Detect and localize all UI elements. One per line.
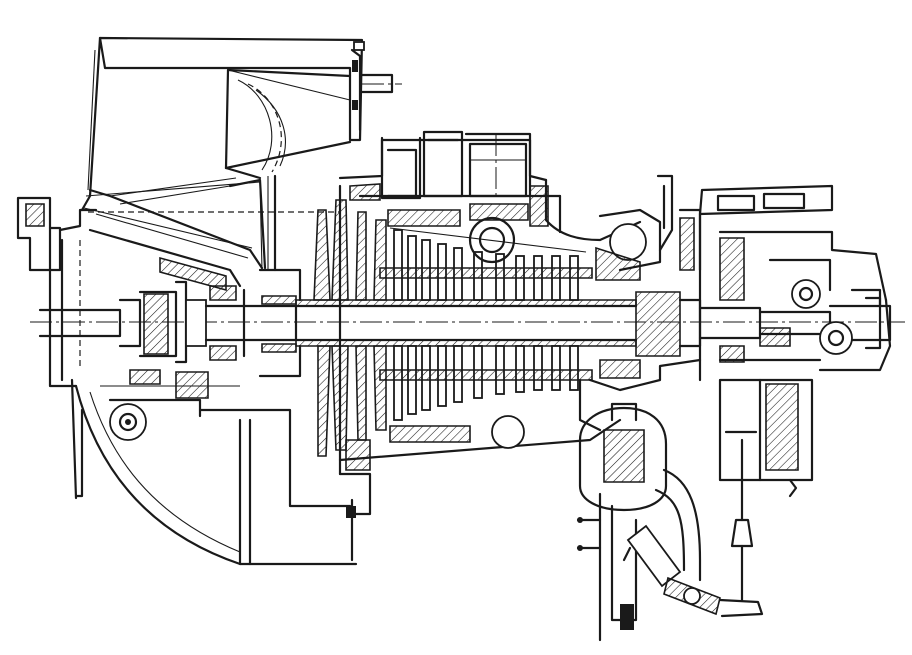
rear-bearing-housing xyxy=(698,184,892,382)
rotor-drum xyxy=(294,291,892,357)
turbine-casing xyxy=(338,138,702,516)
front-bearing-housing xyxy=(16,196,358,566)
extraction-valve-linkage xyxy=(576,402,764,642)
upper-blade-rows xyxy=(313,199,593,301)
exhaust-hood xyxy=(80,36,402,272)
steam-inlet-pipe xyxy=(656,174,702,272)
oil-pump-assembly xyxy=(718,378,814,602)
lower-blade-rows xyxy=(317,345,593,457)
control-valves xyxy=(380,130,532,200)
